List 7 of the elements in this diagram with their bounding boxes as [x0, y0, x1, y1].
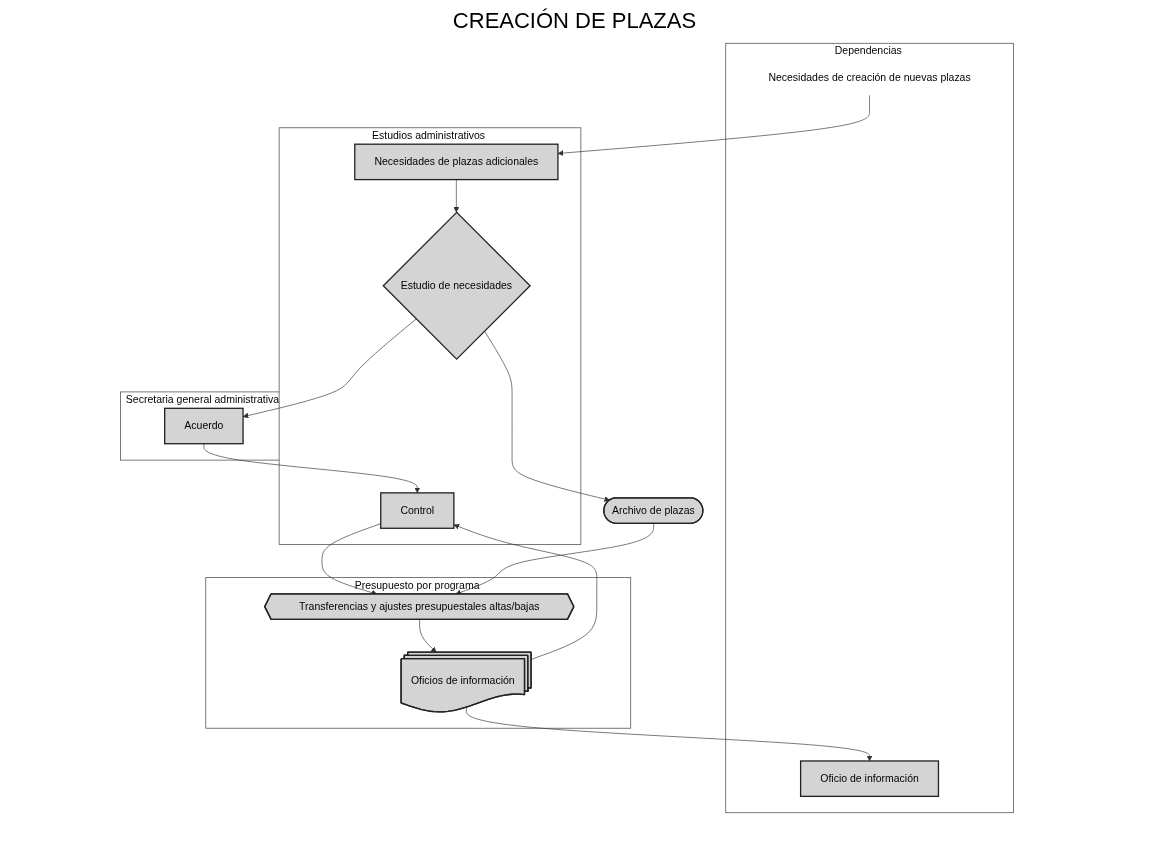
node-box: Acuerdo — [164, 407, 244, 445]
diagram-title: CREACIÓN DE PLAZAS — [451, 8, 698, 34]
node-text: Necesidades de creación de nuevas plazas — [768, 71, 971, 83]
node-box: Oficio de información — [799, 760, 940, 798]
node-box: Necesidades de plazas adicionales — [354, 143, 559, 181]
node-diamond: Estudio de necesidades — [382, 211, 531, 361]
node-box: Control — [380, 492, 455, 529]
